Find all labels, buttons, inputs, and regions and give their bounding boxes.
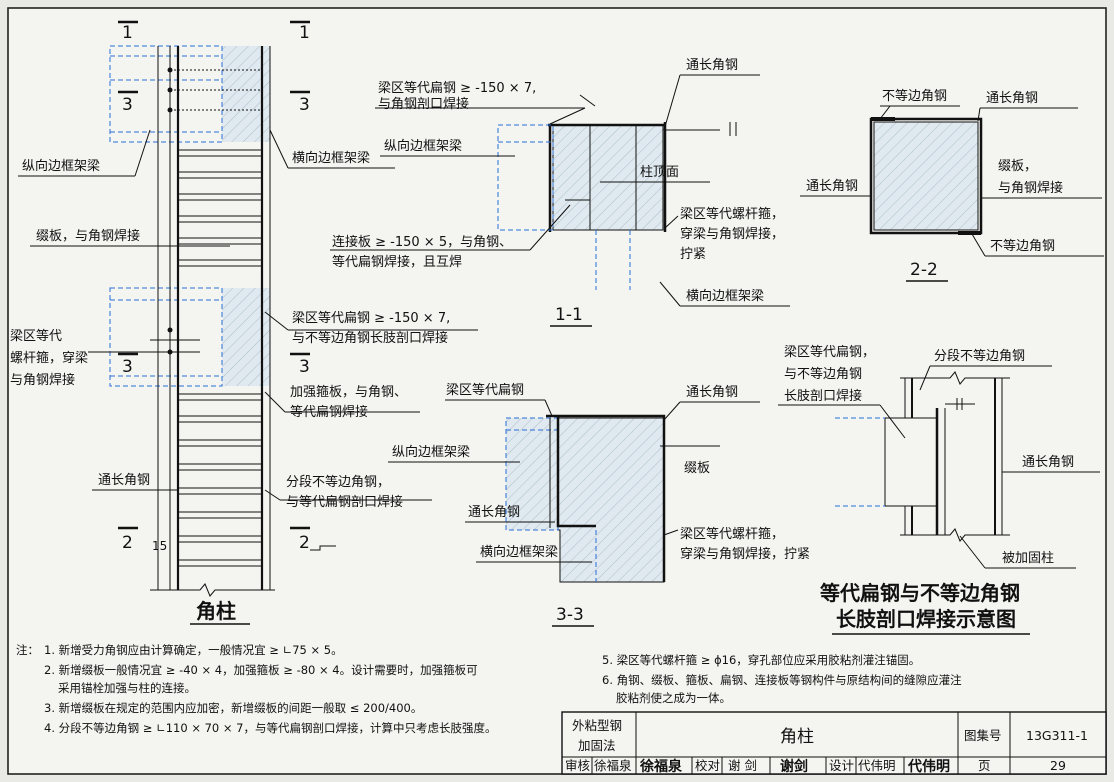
weld-detail-title-2: 长肢剖口焊接示意图: [836, 607, 1016, 631]
note-1: 1. 新增受力角钢应由计算确定，一般情况宜 ≥ ∟75 × 5。: [44, 643, 343, 657]
notes: 注： 1. 新增受力角钢应由计算确定，一般情况宜 ≥ ∟75 × 5。 2. 新…: [16, 643, 962, 735]
label-through-angle: 通长角钢: [98, 473, 150, 488]
section-2-2-title: 2-2: [910, 260, 938, 280]
s33-label-through-angle-top: 通长角钢: [686, 385, 738, 400]
detail-label-reinforced-column: 被加固柱: [1002, 551, 1054, 566]
tb-designer-signature: 代伟明: [907, 758, 950, 775]
s11-label-transverse-beam: 横向边框架梁: [686, 288, 764, 304]
label-stiff-plate-1: 加强箍板，与角钢、: [290, 384, 407, 400]
s22-label-unequal-angle-bottom: 不等边角钢: [990, 238, 1055, 254]
note-5: 5. 梁区等代螺杆箍 ≥ ϕ16，穿孔部位应采用胶粘剂灌注锚固。: [602, 653, 920, 667]
s33-label-bolt-hoop-1: 梁区等代螺杆箍，: [680, 526, 784, 542]
section-mark-3b-left: 3: [122, 357, 133, 377]
s11-label-through-angle: 通长角钢: [686, 58, 738, 73]
tb-atlas-label: 图集号: [964, 728, 1002, 743]
s11-label-flat-steel-2: 与角钢剖口焊接: [378, 96, 469, 112]
label-longitudinal-beam: 纵向边框架梁: [22, 158, 100, 174]
label-stiff-plate-2: 等代扁钢焊接: [290, 404, 368, 420]
section-2-2: 不等边角钢 通长角钢 缀板， 与角钢焊接 通长角钢 不等边角钢 2-2: [800, 88, 1104, 282]
section-mark-3a-left: 3: [122, 95, 133, 115]
s11-label-flat-steel-1: 梁区等代扁钢 ≥ -150 × 7,: [378, 80, 536, 96]
s33-label-through-angle-left: 通长角钢: [468, 505, 520, 520]
s11-label-longitudinal-beam: 纵向边框架梁: [384, 138, 462, 154]
note-2-cont: 采用锚栓加强与柱的连接。: [58, 681, 196, 695]
s11-label-column-top: 柱顶面: [640, 165, 679, 180]
s11-label-connect-plate-1: 连接板 ≥ -150 × 5，与角钢、: [332, 234, 512, 250]
corner-column-elevation: 1 1 3 3 3 3 2 2 15 纵向边框架梁 横向边框架梁 缀板，与角钢焊…: [10, 20, 478, 625]
s33-label-longitudinal-beam: 纵向边框架梁: [392, 444, 470, 460]
section-mark-1-left: 1: [122, 23, 133, 43]
detail-label-flat-steel-2: 与不等边角钢: [784, 366, 862, 382]
section-mark-2-left: 2: [122, 533, 133, 553]
detail-label-flat-steel-1: 梁区等代扁钢，: [784, 344, 875, 360]
s33-label-batten: 缀板: [684, 461, 710, 476]
section-1-1-title: 1-1: [555, 305, 583, 325]
label-bolt-hoop-2: 螺杆箍，穿梁: [10, 350, 88, 366]
label-segment-angle-2: 与等代扁钢剖口焊接: [286, 494, 403, 510]
section-mark-3a-right: 3: [299, 95, 310, 115]
s22-label-batten-2: 与角钢焊接: [998, 180, 1063, 196]
tb-reviewer: 徐福泉: [594, 758, 632, 773]
s11-label-bolt-hoop-3: 拧紧: [680, 247, 706, 262]
tb-design-label: 设计: [829, 758, 854, 773]
note-4: 4. 分段不等边角钢 ≥ ∟110 × 70 × 7，与等代扁钢剖口焊接，计算中…: [44, 721, 497, 735]
tb-method-1: 外粘型钢: [572, 718, 622, 733]
s22-label-unequal-angle-top: 不等边角钢: [882, 88, 947, 104]
section-mark-1-right: 1: [299, 23, 310, 43]
weld-detail-title-1: 等代扁钢与不等边角钢: [820, 581, 1020, 605]
s11-label-bolt-hoop-2: 穿梁与角钢焊接，: [680, 226, 784, 242]
note-6-cont: 胶粘剂使之成为一体。: [616, 691, 731, 705]
section-3-3-title: 3-3: [556, 605, 584, 625]
s22-label-batten-1: 缀板，: [998, 159, 1037, 174]
note-2: 2. 新增缀板一般情况宜 ≥ -40 × 4，加强箍板 ≥ -80 × 4。设计…: [44, 663, 478, 677]
dimension-15: 15: [152, 539, 167, 553]
label-flat-steel-2: 与不等边角钢长肢剖口焊接: [292, 330, 448, 346]
section-3-3: 梁区等代扁钢 通长角钢 纵向边框架梁 缀板 通长角钢 梁区等代螺杆箍， 穿梁与角…: [388, 382, 810, 627]
detail-label-segment-angle: 分段不等边角钢: [934, 348, 1025, 364]
s11-label-connect-plate-2: 等代扁钢焊接，且互焊: [332, 254, 462, 270]
tb-reviewer-signature: 徐福泉: [639, 758, 683, 775]
s33-label-flat-steel: 梁区等代扁钢: [446, 382, 524, 398]
section-mark-3b-right: 3: [299, 357, 310, 377]
note-6: 6. 角钢、缀板、箍板、扁钢、连接板等钢构件与原结构间的缝隙应灌注: [602, 673, 962, 687]
tb-designer: 代伟明: [858, 758, 896, 773]
notes-prefix: 注：: [16, 643, 39, 657]
title-block: 外粘型钢 加固法 角柱 图集号 13G311-1 审核 徐福泉 徐福泉 校对 谢…: [561, 711, 1107, 775]
label-segment-angle-1: 分段不等边角钢，: [286, 474, 390, 490]
tb-atlas-no: 13G311-1: [1026, 728, 1088, 743]
tb-page-no: 29: [1050, 758, 1066, 773]
label-flat-steel-1: 梁区等代扁钢 ≥ -150 × 7,: [292, 310, 450, 326]
label-bolt-hoop-1: 梁区等代: [10, 328, 62, 344]
s22-label-through-angle-top: 通长角钢: [986, 91, 1038, 106]
corner-column-title: 角柱: [196, 599, 236, 623]
tb-page-label: 页: [978, 758, 991, 773]
weld-detail: 梁区等代扁钢， 与不等边角钢 长肢剖口焊接 分段不等边角钢 通长角钢 被加固柱 …: [778, 344, 1100, 635]
label-batten-weld: 缀板，与角钢焊接: [36, 228, 140, 244]
s11-label-bolt-hoop-1: 梁区等代螺杆箍，: [680, 206, 784, 222]
tb-checker-signature: 谢剑: [780, 758, 808, 775]
tb-drawing-title: 角柱: [780, 727, 814, 747]
tb-review-label: 审核: [565, 758, 591, 773]
label-transverse-beam: 横向边框架梁: [292, 150, 370, 166]
section-mark-2-right: 2: [299, 533, 310, 553]
s22-label-through-angle-left: 通长角钢: [806, 179, 858, 194]
note-3: 3. 新增缀板在规定的范围内应加密，新增缀板的间距一般取 ≤ 200/400。: [44, 701, 422, 715]
section-1-1: 梁区等代扁钢 ≥ -150 × 7, 与角钢剖口焊接 通长角钢 纵向边框架梁 柱…: [330, 58, 790, 327]
tb-checker: 谢 剑: [728, 758, 757, 773]
label-bolt-hoop-3: 与角钢焊接: [10, 372, 75, 388]
s33-label-bolt-hoop-2: 穿梁与角钢焊接，拧紧: [680, 546, 810, 562]
s33-label-transverse-beam: 横向边框架梁: [480, 544, 558, 560]
detail-label-flat-steel-3: 长肢剖口焊接: [784, 388, 862, 404]
detail-label-through-angle: 通长角钢: [1022, 455, 1074, 470]
tb-method-2: 加固法: [578, 738, 616, 753]
tb-check-label: 校对: [695, 758, 720, 773]
